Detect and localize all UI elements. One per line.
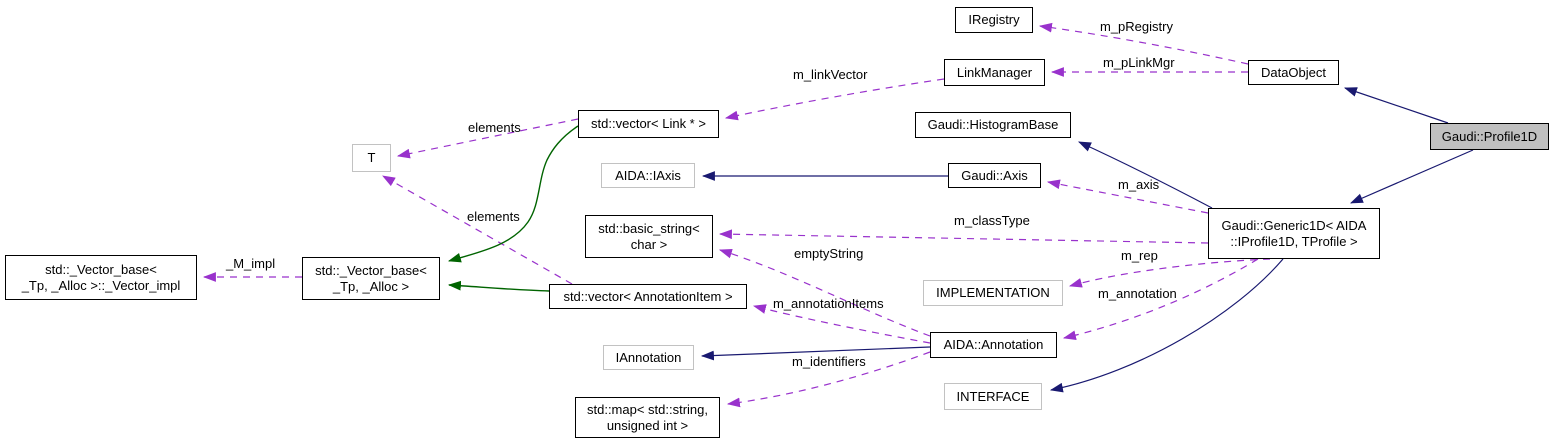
edge-usage-gaudi-generic1d-to-gaudi-axis xyxy=(1046,179,1209,214)
edge-label-m-pregistry: m_pRegistry xyxy=(1100,19,1173,34)
edge-private-inheritance-std-vector-link-to-std-vector-base xyxy=(447,125,579,263)
class-node-label: _Tp, _Alloc > xyxy=(332,278,410,294)
class-node-label: Gaudi::Generic1D< AIDA xyxy=(1221,217,1367,233)
class-node-label: IMPLEMENTATION xyxy=(936,285,1050,300)
edge-inheritance-gaudi-profile1d-to-gaudi-generic1d xyxy=(1350,149,1474,204)
edge-inheritance-gaudi-generic1d-to-gaudi-histogram-base xyxy=(1078,141,1213,209)
class-node-gaudi-axis[interactable]: Gaudi::Axis xyxy=(948,163,1041,188)
edge-usage-aida-annotation-to-std-map xyxy=(726,351,931,408)
edge-label--m-impl: _M_impl xyxy=(226,256,276,271)
class-node-iannotation: IAnnotation xyxy=(603,345,694,370)
class-node-label: std::vector< Link * > xyxy=(591,116,706,131)
class-node-label: std::basic_string< xyxy=(598,220,700,236)
edge-label-m-annotation: m_annotation xyxy=(1098,286,1177,301)
class-node-data-object[interactable]: DataObject xyxy=(1248,60,1339,85)
edge-inheritance-gaudi-generic1d-to-interface xyxy=(1049,258,1284,393)
edge-inheritance-gaudi-profile1d-to-data-object xyxy=(1343,87,1449,124)
class-node-gaudi-generic1d[interactable]: Gaudi::Generic1D< AIDA::IProfile1D, TPro… xyxy=(1208,208,1380,259)
class-node-label: DataObject xyxy=(1260,64,1327,80)
edge-usage-data-object-to-iregistry xyxy=(1038,22,1249,65)
class-node-std-vector-base[interactable]: std::_Vector_base<_Tp, _Alloc > xyxy=(302,257,440,300)
class-node-label: char > xyxy=(630,236,668,252)
edge-usage-link-manager-to-std-vector-link xyxy=(724,78,945,121)
class-node-iregistry[interactable]: IRegistry xyxy=(955,7,1033,33)
class-node-label: T xyxy=(367,150,376,165)
class-node-aida-annotation[interactable]: AIDA::Annotation xyxy=(930,332,1057,358)
class-node-label: Gaudi::HistogramBase xyxy=(927,117,1059,132)
edge-label-m-linkvector: m_linkVector xyxy=(793,67,868,82)
class-node-std-vector-annotation-item[interactable]: std::vector< AnnotationItem > xyxy=(549,284,747,309)
edge-usage-gaudi-generic1d-to-aida-annotation xyxy=(1062,258,1259,341)
class-node-label: unsigned int > xyxy=(606,417,689,433)
edge-label-m-annotationitems: m_annotationItems xyxy=(773,296,884,311)
class-node-label: std::vector< AnnotationItem > xyxy=(563,288,733,304)
edge-usage-aida-annotation-to-std-vector-annotation-item xyxy=(752,304,931,344)
class-node-label: std::_Vector_base< xyxy=(45,261,157,277)
class-node-std-basic-string[interactable]: std::basic_string<char > xyxy=(585,215,713,258)
class-node-interface: INTERFACE xyxy=(944,383,1042,410)
class-node-std-map[interactable]: std::map< std::string,unsigned int > xyxy=(575,397,720,438)
edge-label-elements: elements xyxy=(468,120,521,135)
class-node-gaudi-histogram-base[interactable]: Gaudi::HistogramBase xyxy=(915,112,1071,138)
class-node-std-vector-link[interactable]: std::vector< Link * > xyxy=(578,110,719,138)
class-node-label: AIDA::Annotation xyxy=(943,337,1044,352)
edge-label-m-axis: m_axis xyxy=(1118,177,1160,192)
edge-usage-std-vector-annotation-item-to-t xyxy=(382,175,573,285)
class-node-label: INTERFACE xyxy=(956,388,1030,404)
class-node-label: LinkManager xyxy=(956,64,1033,80)
edge-label-m-classtype: m_classType xyxy=(954,213,1030,228)
edge-inheritance-aida-annotation-to-iannotation xyxy=(700,346,931,361)
edge-label-m-rep: m_rep xyxy=(1121,248,1158,263)
class-node-t: T xyxy=(352,144,391,172)
class-node-label: IAnnotation xyxy=(615,349,682,365)
class-node-label: AIDA::IAxis xyxy=(615,167,681,183)
class-node-label: _Tp, _Alloc >::_Vector_impl xyxy=(21,277,181,293)
edge-label-elements: elements xyxy=(467,209,520,224)
edge-usage-gaudi-generic1d-to-implementation xyxy=(1068,258,1271,288)
class-node-label: std::map< std::string, xyxy=(586,401,709,417)
class-node-aida-iaxis: AIDA::IAxis xyxy=(601,163,695,188)
edge-label-emptystring: emptyString xyxy=(794,246,864,261)
class-node-label: std::_Vector_base< xyxy=(315,262,427,278)
class-node-link-manager[interactable]: LinkManager xyxy=(944,59,1045,86)
edge-label-m-identifiers: m_identifiers xyxy=(792,354,866,369)
class-node-label: IRegistry xyxy=(968,12,1020,27)
edge-usage-gaudi-generic1d-to-std-basic-string xyxy=(718,229,1209,244)
edge-label-m-plinkmgr: m_pLinkMgr xyxy=(1103,55,1175,70)
edge-usage-std-vector-link-to-t xyxy=(396,118,579,159)
class-node-implementation: IMPLEMENTATION xyxy=(923,280,1063,306)
class-node-label: ::IProfile1D, TProfile > xyxy=(1230,233,1358,249)
class-node-std-vector-base-impl[interactable]: std::_Vector_base<_Tp, _Alloc >::_Vector… xyxy=(5,255,197,300)
class-node-label: Gaudi::Axis xyxy=(961,167,1028,183)
edge-private-inheritance-std-vector-annotation-item-to-std-vector-base xyxy=(447,280,550,292)
edge-usage-aida-annotation-to-std-basic-string xyxy=(718,248,931,337)
class-node-label: Gaudi::Profile1D xyxy=(1441,128,1538,144)
class-node-gaudi-profile1d: Gaudi::Profile1D xyxy=(1430,123,1549,150)
